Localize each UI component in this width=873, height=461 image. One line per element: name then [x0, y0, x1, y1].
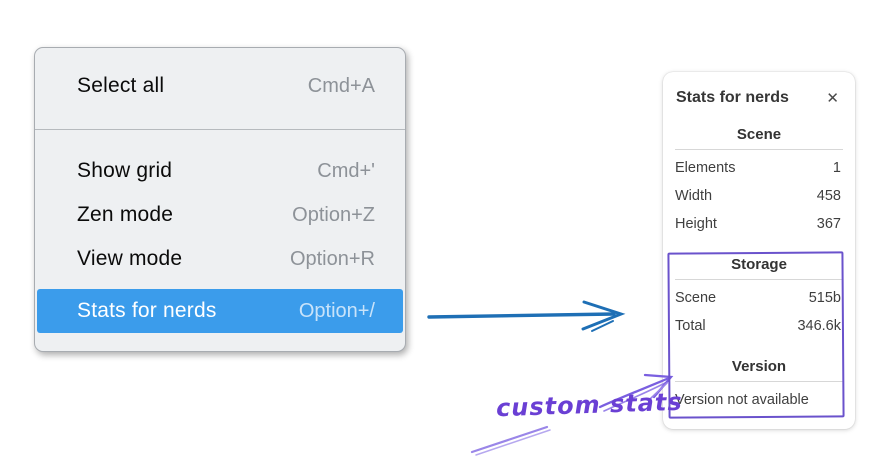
menu-item-stats-for-nerds[interactable]: Stats for nerds Option+/ [37, 289, 403, 333]
stat-row-elements: Elements 1 [663, 154, 855, 182]
stat-label: Version not available [675, 392, 809, 408]
menu-item-label: View mode [77, 247, 183, 270]
menu-item-view-mode[interactable]: View mode Option+R [35, 237, 405, 281]
close-icon[interactable]: ✕ [826, 89, 839, 107]
menu-group-top: Select all Cmd+A [35, 64, 405, 108]
menu-item-zen-mode[interactable]: Zen mode Option+Z [35, 193, 405, 237]
stat-value: 458 [816, 188, 841, 204]
section-divider [675, 381, 843, 382]
stat-value: 367 [816, 216, 841, 232]
menu-group-bottom: Show grid Cmd+' Zen mode Option+Z View m… [35, 130, 405, 333]
stats-section-scene: Scene Elements 1 Width 458 Height 367 [663, 126, 855, 238]
stat-value: 1 [832, 160, 841, 176]
menu-item-shortcut: Cmd+A [307, 74, 375, 97]
stat-value: 346.6k [797, 318, 841, 334]
stat-label: Scene [675, 290, 717, 306]
annotation-custom-stats: custom stats [495, 387, 684, 423]
section-heading: Version [731, 358, 787, 375]
section-heading: Storage [731, 256, 787, 273]
context-menu: Select all Cmd+A Show grid Cmd+' Zen mod… [34, 47, 406, 352]
menu-divider [35, 129, 405, 130]
stat-label: Width [675, 188, 713, 204]
stats-section-storage: Storage Scene 515b Total 346.6k [663, 256, 855, 340]
stat-value: 515b [808, 290, 841, 306]
menu-item-shortcut: Option+Z [292, 203, 375, 226]
menu-to-panel-arrow [427, 300, 626, 332]
stats-panel-title: Stats for nerds [676, 89, 789, 106]
stats-panel-header: Stats for nerds ✕ [663, 88, 855, 108]
menu-item-label: Select all [77, 74, 165, 97]
stat-label: Total [675, 318, 706, 334]
annotation-tail-stroke [470, 425, 551, 456]
stat-row-version-note: Version not available [663, 386, 855, 414]
section-divider [675, 149, 843, 150]
menu-item-show-grid[interactable]: Show grid Cmd+' [35, 149, 405, 193]
stat-row-height: Height 367 [663, 210, 855, 238]
section-heading: Scene [736, 126, 782, 143]
menu-item-label: Stats for nerds [77, 299, 217, 322]
menu-item-shortcut: Cmd+' [317, 159, 375, 182]
stat-label: Height [675, 216, 717, 232]
menu-item-shortcut: Option+R [289, 247, 375, 270]
stat-row-scene-size: Scene 515b [663, 284, 855, 312]
menu-item-label: Zen mode [77, 203, 174, 226]
stat-row-width: Width 458 [663, 182, 855, 210]
stats-panel: Stats for nerds ✕ Scene Elements 1 Width… [663, 72, 855, 429]
menu-item-select-all[interactable]: Select all Cmd+A [35, 64, 405, 108]
stats-section-version: Version Version not available [663, 358, 855, 414]
menu-item-label: Show grid [77, 159, 173, 182]
section-divider [675, 279, 843, 280]
stat-label: Elements [675, 160, 736, 176]
stat-row-total-size: Total 346.6k [663, 312, 855, 340]
menu-item-shortcut: Option+/ [298, 299, 375, 322]
